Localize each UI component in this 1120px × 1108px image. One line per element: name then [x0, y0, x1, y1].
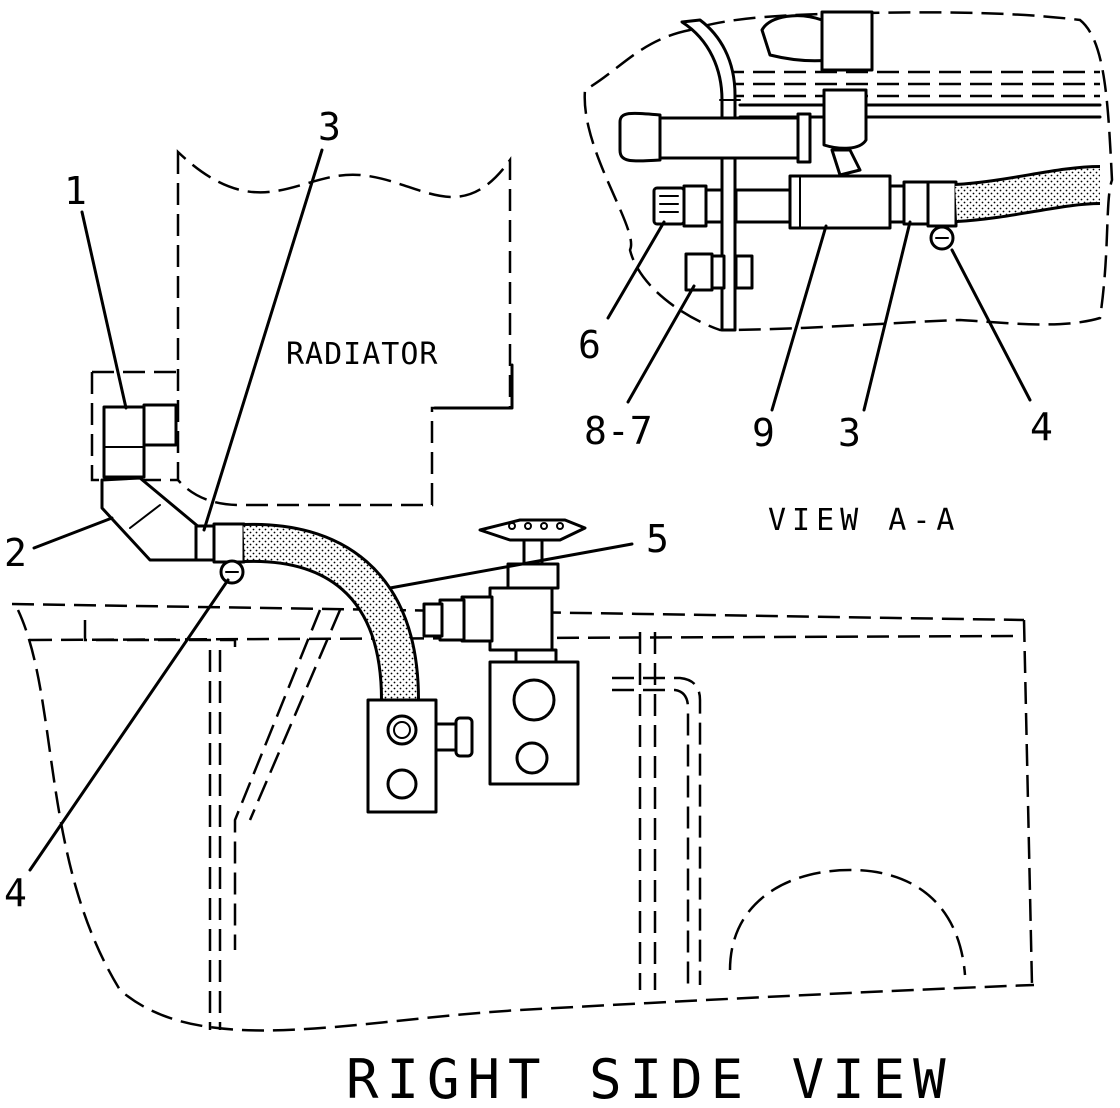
valve-hex — [438, 598, 466, 642]
upper-elbow-body — [820, 10, 874, 72]
fitting-1-body — [102, 405, 146, 479]
frame-diagonal — [233, 609, 342, 950]
valve-body — [488, 586, 554, 652]
valve-inlet-nut — [460, 595, 494, 643]
leader-4-main — [28, 578, 230, 872]
fitting-6-hex — [682, 184, 708, 228]
mounting-plate — [680, 18, 737, 332]
handwheel-notch — [508, 522, 516, 530]
callout-9: 9 — [752, 411, 775, 455]
hose-fitting-3-view — [888, 184, 906, 224]
fitting-1-port — [142, 403, 178, 447]
handwheel-notch — [540, 522, 548, 530]
callout-4-view: 4 — [1030, 405, 1053, 449]
frame-post-mid — [638, 632, 657, 990]
upper-elbow-down — [822, 88, 868, 150]
callout-4-main: 4 — [4, 871, 27, 915]
callout-5: 5 — [646, 517, 669, 561]
callout-3-main: 3 — [318, 105, 341, 149]
adapter-2-seam — [129, 504, 161, 529]
valve-block-left-plug — [434, 722, 458, 752]
leader-3-main — [202, 148, 324, 532]
valve-9-body — [788, 174, 892, 230]
leader-2 — [32, 516, 114, 550]
hose-5-fill — [243, 525, 417, 701]
callout-6: 6 — [578, 323, 601, 367]
radiator-step — [433, 363, 514, 410]
bracket-outline — [90, 370, 178, 482]
leader-4-view — [950, 248, 1032, 402]
callout-2: 2 — [4, 531, 27, 575]
main-view-title: RIGHT SIDE VIEW — [346, 1048, 954, 1108]
view-aa-rail-solid — [738, 103, 1102, 119]
frame-post-left — [208, 650, 222, 1030]
bolt-8 — [684, 252, 714, 292]
fitting-6-nut — [704, 188, 724, 224]
bolt-nut — [734, 254, 754, 290]
view-aa-title: VIEW A-A — [768, 503, 961, 538]
valve-block-left-cap — [454, 716, 474, 758]
leader-6 — [606, 220, 666, 320]
adapter-2-elbow — [100, 476, 202, 562]
leader-9 — [770, 224, 828, 412]
valve-adapter — [422, 602, 444, 638]
machine-right-edge — [1022, 619, 1034, 986]
tank-arch — [728, 868, 967, 976]
view-valve-top — [830, 148, 862, 177]
tube-upper-left-cap — [618, 111, 662, 163]
valve-block-left-port-top — [386, 714, 418, 746]
leader-8-7 — [626, 284, 696, 404]
callout-8-7: 8-7 — [584, 409, 653, 453]
view-hose-fill — [954, 168, 1101, 220]
valve-block-right-port-bottom — [515, 741, 549, 775]
callout-1: 1 — [64, 169, 87, 213]
valve-block-left-port-top-inner — [393, 721, 411, 739]
machine-outline-left — [16, 609, 1035, 1032]
valve-bonnet — [506, 562, 560, 590]
leader-1 — [80, 210, 128, 410]
tube-upper — [658, 116, 802, 160]
handwheel-notch — [556, 522, 564, 530]
leader-3-view — [862, 220, 912, 412]
frame-ledge — [83, 620, 237, 650]
fitting-6 — [652, 186, 686, 226]
view-aa-rail — [722, 70, 1100, 98]
callout-3-view: 3 — [838, 411, 861, 455]
view-aa-outline — [583, 11, 1114, 332]
hose-clamp-4-view-band — [926, 180, 958, 228]
handwheel-notch — [524, 522, 532, 530]
vent-pipe — [612, 676, 702, 985]
fitting-6-tube — [734, 188, 792, 224]
hose-fitting-nut-view — [902, 180, 930, 226]
upper-elbow — [760, 14, 832, 63]
radiator-outline — [176, 149, 512, 507]
hose-clamp-4-band — [212, 522, 246, 564]
washer-7 — [710, 254, 726, 290]
radiator-label: RADIATOR — [286, 337, 439, 372]
leader-5 — [388, 542, 634, 590]
handwheel — [478, 518, 587, 542]
valve-block-right-port-top — [512, 678, 556, 722]
tube-upper-flange — [796, 112, 812, 164]
valve-block-left-port-bottom — [386, 768, 418, 800]
